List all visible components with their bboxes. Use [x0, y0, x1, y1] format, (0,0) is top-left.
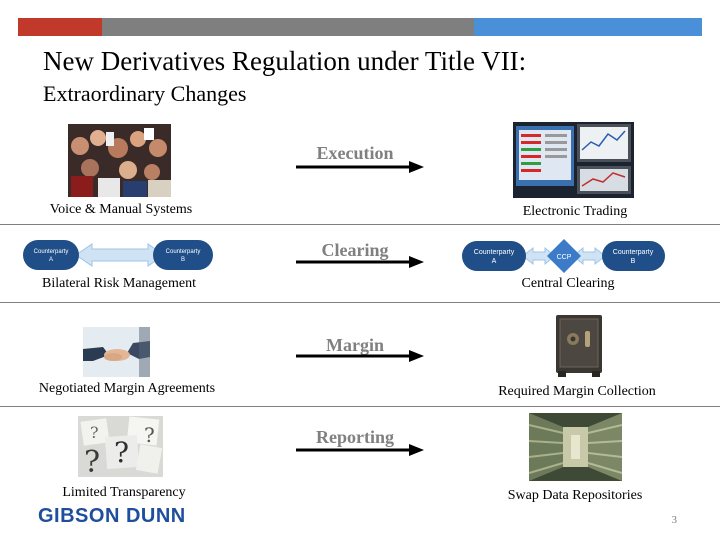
svg-text:?: ? [144, 423, 155, 447]
caption-bilateral-risk: Bilateral Risk Management [42, 276, 196, 291]
header-bar-blue [474, 18, 702, 36]
arrow-right-icon [296, 444, 424, 456]
row-divider [0, 224, 720, 225]
bilateral-diagram: Counterparty A Counterparty B [22, 237, 218, 273]
caption-limited-transparency: Limited Transparency [62, 485, 186, 500]
handshake-photo [83, 327, 150, 377]
question-marks-photo: ? ? ? ? [78, 416, 163, 477]
central-b-letter: B [631, 258, 636, 265]
central-clearing-diagram: Counterparty A CCP Counterparty B [461, 238, 667, 274]
central-a-letter: A [492, 258, 497, 265]
bilateral-a-letter: A [49, 257, 53, 263]
svg-text:?: ? [90, 423, 99, 442]
bilateral-b-label: Counterparty [166, 249, 201, 255]
row-divider [0, 302, 720, 303]
central-b-label: Counterparty [613, 249, 654, 256]
header-bar-red [18, 18, 102, 36]
archive-shelves-photo [529, 413, 622, 481]
ccp-label: CCP [557, 254, 572, 261]
caption-central-clearing: Central Clearing [521, 276, 615, 291]
slide-title: New Derivatives Regulation under Title V… [43, 46, 527, 76]
arrow-right-icon [296, 256, 424, 268]
row-divider [0, 406, 720, 407]
step-label-execution: Execution [316, 143, 394, 163]
arrow-right-icon [296, 350, 424, 362]
slide-subtitle: Extraordinary Changes [43, 81, 247, 106]
bilateral-a-label: Counterparty [34, 249, 69, 255]
gibson-dunn-logo: GIBSON DUNN [38, 505, 186, 527]
trading-floor-photo [68, 124, 171, 197]
electronic-trading-photo [513, 122, 634, 198]
caption-electronic-trading: Electronic Trading [522, 204, 628, 219]
safe-icon [553, 313, 605, 378]
header-bar-gray [102, 18, 474, 36]
svg-text:?: ? [114, 436, 129, 469]
arrow-right-icon [296, 161, 424, 173]
svg-text:?: ? [84, 445, 100, 477]
step-label-clearing: Clearing [321, 240, 389, 260]
central-a-label: Counterparty [474, 249, 515, 256]
step-label-margin: Margin [326, 335, 384, 355]
caption-required-margin: Required Margin Collection [498, 384, 656, 399]
caption-swap-data-repositories: Swap Data Repositories [507, 488, 643, 503]
caption-voice-manual: Voice & Manual Systems [49, 202, 193, 217]
caption-negotiated-margin: Negotiated Margin Agreements [38, 381, 216, 396]
bilateral-b-letter: B [181, 257, 185, 263]
page-number: 3 [671, 514, 678, 526]
step-label-reporting: Reporting [316, 427, 394, 447]
